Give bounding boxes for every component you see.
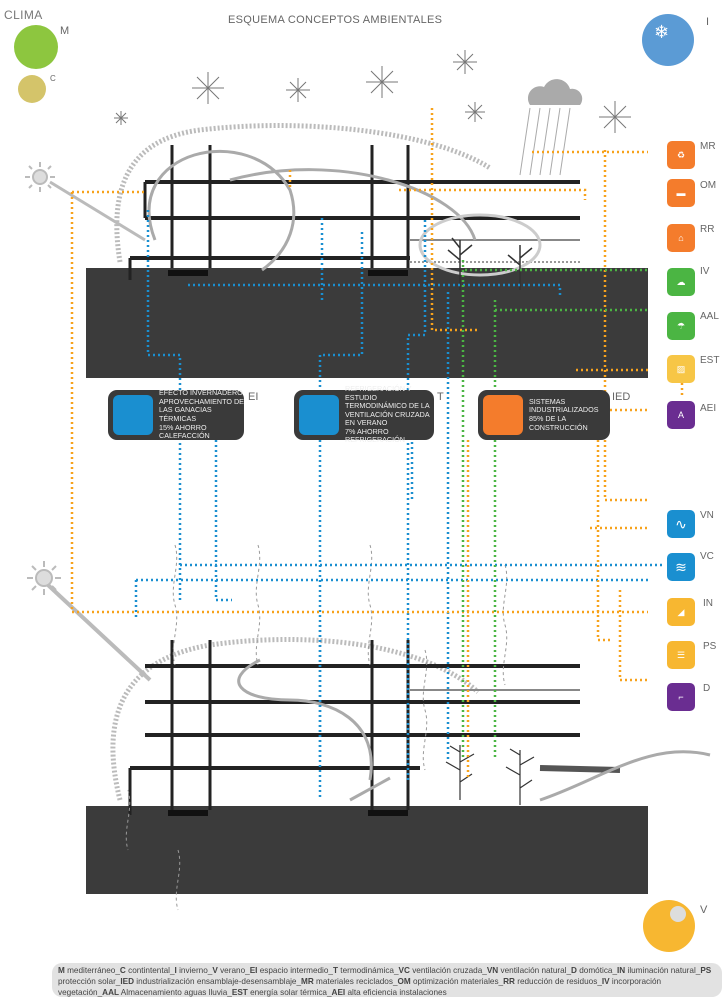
continental-label: C (50, 74, 56, 83)
invierno-circle (642, 14, 694, 66)
legend-text: domótica_ (576, 966, 618, 975)
legend-text: industrialización ensamblaje-desensambla… (134, 977, 302, 986)
icon-ps: ☰ (667, 641, 695, 669)
legend-code: IN (617, 966, 626, 975)
icon-ps-label: PS (703, 641, 717, 652)
legend-text: termodinámica_ (338, 966, 399, 975)
legend-text: incorporación vegetación_ (58, 977, 662, 997)
ei-icon (113, 395, 153, 435)
icon-vc: ≋ (667, 553, 695, 581)
legend-code: PS (700, 966, 712, 975)
icon-d: ⌐ (667, 683, 695, 711)
icon-aei: A (667, 401, 695, 429)
legend-text: materiales reciclados_ (313, 977, 398, 986)
callout-ied: Sistemas industrializados 85% de la cons… (478, 390, 610, 440)
icon-iv: ☁ (667, 268, 695, 296)
legend-text: espacio intermedio_ (257, 966, 333, 975)
icon-om: ▬ (667, 179, 695, 207)
verano-circle (643, 900, 695, 952)
legend-code: M (58, 966, 65, 975)
mediterraneo-label: M (60, 25, 70, 37)
ground-top (86, 268, 648, 378)
legend-code: OM (397, 977, 411, 986)
legend-code: MR (301, 977, 314, 986)
legend-text: ventilación cruzada_ (409, 966, 487, 975)
trees-top (447, 237, 533, 290)
icon-in-label: IN (703, 598, 713, 609)
trees-bottom (445, 745, 535, 805)
callout-t-text: Refrigeración y estudio termodinámico de… (345, 383, 430, 445)
clima-label: CLIMA (4, 8, 43, 22)
legend-text: ventilación natural_ (498, 966, 572, 975)
icon-aal-label: AAL (700, 311, 719, 322)
callout-ied-text: Sistemas industrializados 85% de la cons… (529, 396, 599, 432)
legend-code: VN (486, 966, 499, 975)
legend-code: EST (231, 988, 248, 997)
legend-text: iluminación natural_ (625, 966, 701, 975)
legend-code: IED (120, 977, 135, 986)
legend-text: mediterráneo_ (64, 966, 120, 975)
icon-vn-label: VN (700, 510, 714, 521)
ied-icon (483, 395, 523, 435)
legend-code: D (571, 966, 577, 975)
sun-icon-bottom (27, 561, 61, 595)
icon-vn: ∿ (667, 510, 695, 538)
icon-aal: ☂ (667, 312, 695, 340)
legend-text: optimización materiales_ (410, 977, 504, 986)
callout-ei-text: Efecto invernadero aprovechamiento de la… (159, 388, 244, 441)
legend-code: C (119, 966, 126, 975)
legend-text: verano_ (217, 966, 250, 975)
icon-rr-label: RR (700, 224, 715, 235)
rain (519, 107, 571, 176)
invierno-label: I (706, 16, 710, 28)
snowflakes (114, 50, 631, 133)
legend-text: alta eficiencia instalaciones (345, 988, 447, 997)
legend-code: I (174, 966, 177, 975)
legend-code: T (333, 966, 339, 975)
verano-label: V (700, 904, 708, 916)
icon-om-label: OM (700, 180, 717, 191)
legend-code: AEI (331, 988, 346, 997)
icon-mr: ♻ (667, 141, 695, 169)
legend-text: energía solar térmica_ (247, 988, 332, 997)
t-icon (299, 395, 339, 435)
legend-code: VC (398, 966, 410, 975)
legend-text: contintental_ (125, 966, 175, 975)
callout-t: Refrigeración y estudio termodinámico de… (294, 384, 434, 444)
legend-code: V (212, 966, 218, 975)
callout-ei-code: EI (248, 391, 259, 403)
sun-icon-top (25, 162, 55, 192)
icon-vc-label: VC (700, 551, 714, 562)
legend-text: protección solar_ (58, 977, 121, 986)
icon-rr: ⌂ (667, 224, 695, 252)
icon-iv-label: IV (700, 266, 710, 277)
sun-icon (670, 906, 686, 922)
page-title: ESQUEMA CONCEPTOS AMBIENTALES (228, 14, 443, 26)
legend-code: EI (249, 966, 258, 975)
legend-text: invierno_ (176, 966, 213, 975)
legend-text: reducción de residuos_ (514, 977, 602, 986)
legend-code: AAL (102, 988, 119, 997)
legend-text: Almacenamiento aguas lluvia_ (118, 988, 232, 997)
legend-code: RR (503, 977, 515, 986)
callout-ei: Efecto invernadero aprovechamiento de la… (108, 388, 244, 441)
icon-d-label: D (703, 683, 711, 694)
flow-green (461, 260, 650, 760)
legend: M mediterráneo_C contintental_I invierno… (52, 963, 722, 997)
callout-ied-code: IED (612, 391, 631, 403)
continental-circle (18, 75, 46, 103)
icon-aei-label: AEI (700, 403, 717, 414)
callout-t-code: T (437, 391, 444, 403)
icon-est-label: EST (700, 355, 720, 366)
icon-mr-label: MR (700, 141, 716, 152)
cloud-icon (527, 79, 583, 105)
flow-blue (134, 210, 665, 800)
ground-bottom (86, 806, 648, 894)
icon-in: ◢ (667, 598, 695, 626)
legend-code: IV (601, 977, 610, 986)
icon-est: ▨ (667, 355, 695, 383)
snowflake-icon: ❄ (654, 22, 670, 42)
mediterraneo-circle (14, 25, 58, 69)
